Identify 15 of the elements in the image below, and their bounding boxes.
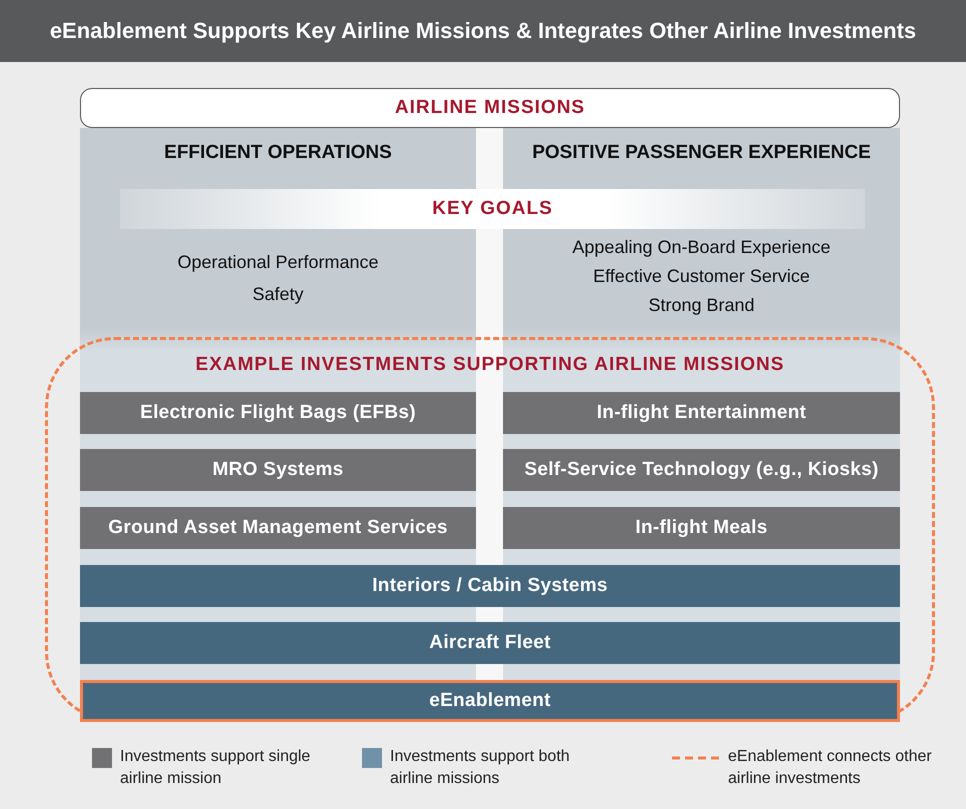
goal-text: Appealing On-Board Experience <box>571 237 832 258</box>
goal-text: Operational Performance <box>176 252 380 273</box>
legend-text: Investments support both airline missions <box>390 747 571 789</box>
goals-band: KEY GOALS <box>120 189 865 229</box>
goal-text: Effective Customer Service <box>592 266 811 287</box>
goal-text: Safety <box>251 284 305 305</box>
legend-text: Investments support single airline mission <box>120 747 312 789</box>
legend-text: eEnablement connects other airline investments <box>728 747 933 789</box>
title-bar: eEnablement Supports Key Airline Missions & Integrates Other Airline Investments <box>0 0 966 62</box>
mission-band: AIRLINE MISSIONS <box>80 88 900 128</box>
goal-text: Strong Brand <box>647 295 756 316</box>
dashed-region <box>45 337 935 722</box>
column-heading: EFFICIENT OPERATIONS <box>163 142 393 164</box>
column-heading: POSITIVE PASSENGER EXPERIENCE <box>531 142 872 164</box>
section-heading: EXAMPLE INVESTMENTS SUPPORTING AIRLINE MISSIONS <box>194 354 786 376</box>
